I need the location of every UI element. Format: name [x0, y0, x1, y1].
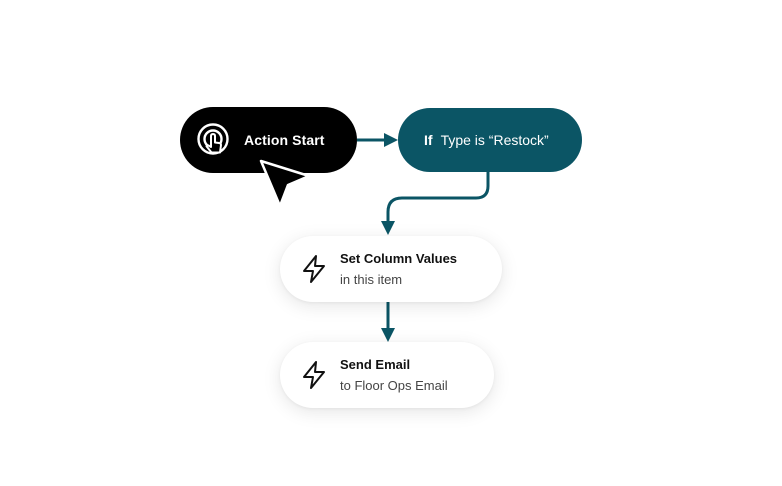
arrowhead-condition-to-step-1 — [381, 221, 395, 235]
arrowhead-step-1-to-step-2 — [381, 328, 395, 342]
step-send-email[interactable]: Send Email to Floor Ops Email — [280, 342, 494, 408]
condition-keyword: If — [424, 132, 433, 148]
step-title: Set Column Values — [340, 250, 458, 266]
condition-node[interactable]: If Type is “Restock” — [398, 108, 582, 172]
step-subtitle: in this item — [340, 271, 403, 287]
step-title: Send Email — [340, 356, 411, 372]
arrowhead-start-to-condition — [384, 133, 398, 147]
action-start-node[interactable]: Action Start — [180, 107, 357, 173]
cursor-pointer-icon — [259, 159, 311, 208]
step-subtitle: to Floor Ops Email — [340, 377, 448, 393]
connector-condition-to-step-1 — [386, 172, 490, 222]
step-set-column-values[interactable]: Set Column Values in this item — [280, 236, 502, 302]
condition-text: Type is “Restock” — [440, 132, 549, 148]
tap-gesture-icon — [196, 123, 230, 157]
lightning-bolt-icon — [300, 253, 328, 285]
action-start-label: Action Start — [244, 132, 325, 148]
lightning-bolt-icon — [300, 359, 328, 391]
